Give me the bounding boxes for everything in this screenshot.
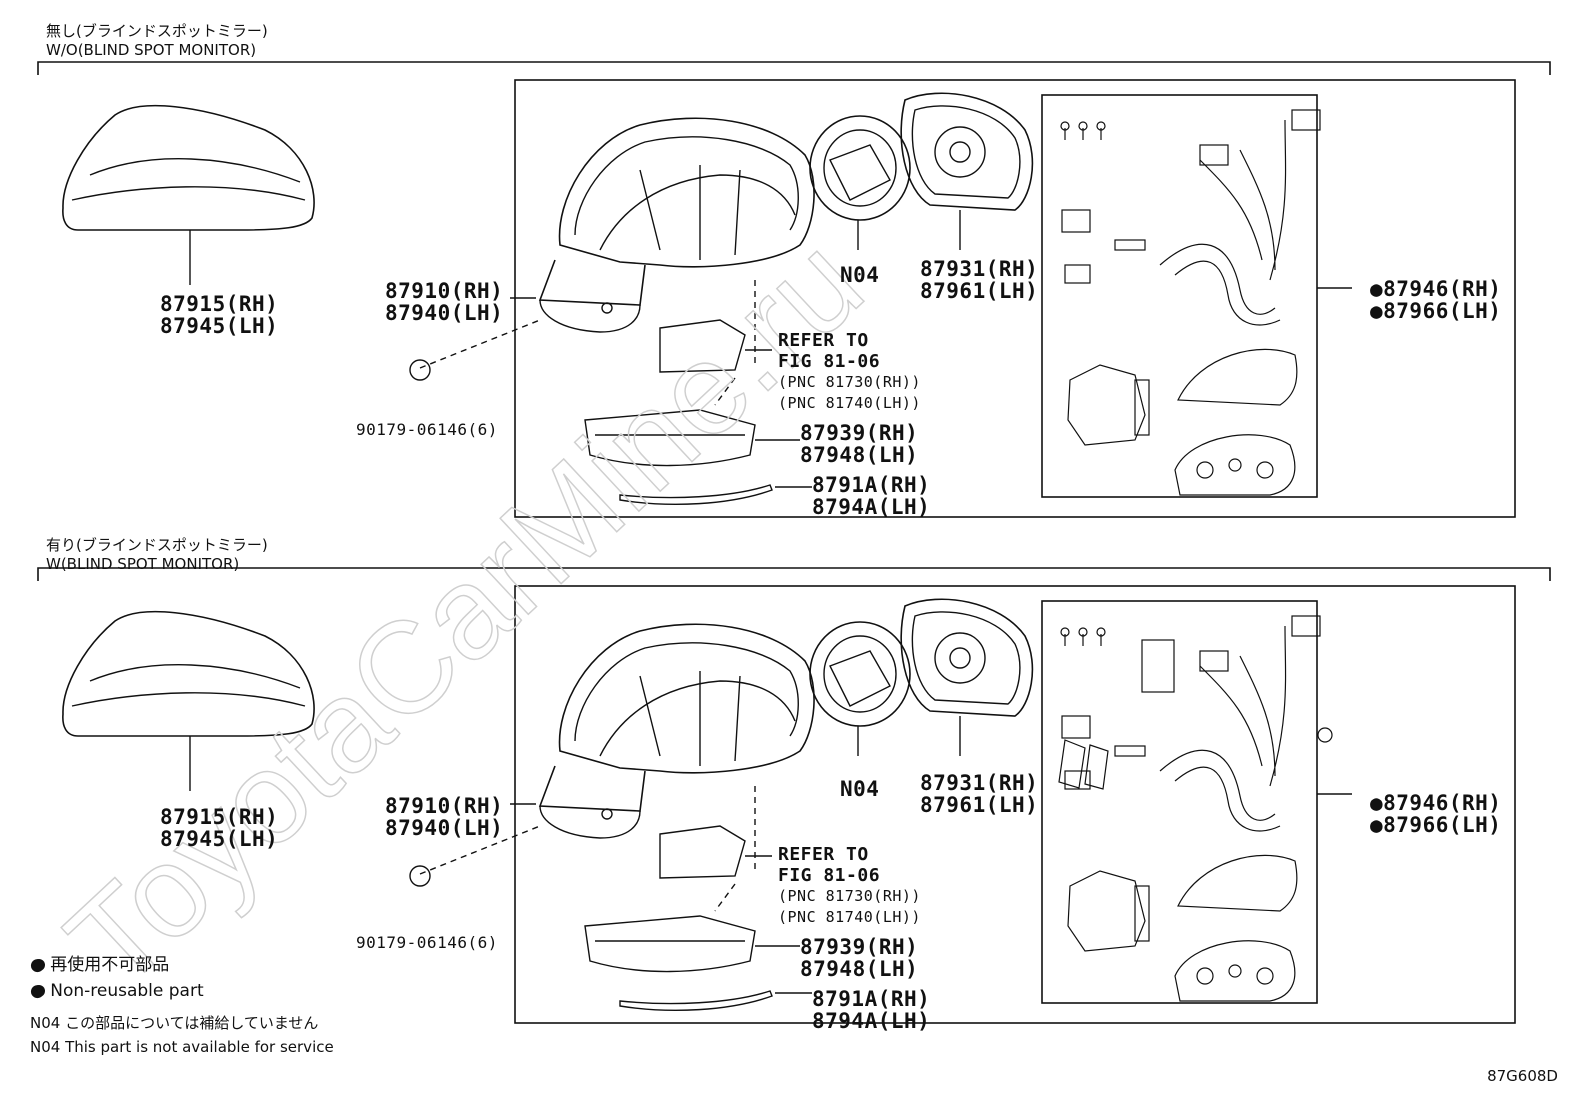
lamp-lh: 87948(LH)	[800, 957, 919, 981]
section-header: 無し(ブラインドスポットミラー) W/O(BLIND SPOT MONITOR)	[46, 22, 268, 60]
kit-rh: ●87946(RH)	[1370, 791, 1502, 815]
lamp-part-number: 87939(RH) 87948(LH)	[800, 422, 918, 466]
section-header-jp: 無し(ブラインドスポットミラー)	[46, 22, 268, 40]
section-header-jp: 有り(ブラインドスポットミラー)	[46, 536, 268, 554]
bullet-icon	[33, 985, 45, 997]
ref-pnc-rh: (PNC 81730(RH))	[778, 373, 921, 391]
lamp-part-number: 87939(RH) 87948(LH)	[800, 936, 918, 980]
bsm-extra-parts	[1058, 639, 1333, 790]
garnish-lh: 8794A(LH)	[812, 495, 931, 519]
clip-part-number: 90179-06146(6)	[356, 420, 498, 439]
cover-lh: 87945(LH)	[160, 827, 279, 851]
mirror-glass-part-number: 87931(RH) 87961(LH)	[920, 258, 1038, 302]
lamp-lh: 87948(LH)	[800, 443, 919, 467]
ref-pnc-lh: (PNC 81740(LH))	[778, 908, 921, 926]
mirror-lh: 87940(LH)	[385, 816, 504, 840]
mirror-part-number: 87910(RH) 87940(LH)	[385, 795, 503, 839]
cover-rh: 87915(RH)	[160, 292, 279, 316]
section-header-en: W/O(BLIND SPOT MONITOR)	[46, 41, 257, 59]
kit-lh: ●87966(LH)	[1370, 813, 1502, 837]
reference-note: REFER TO FIG 81-06 (PNC 81730(RH)) (PNC …	[778, 330, 921, 414]
kit-lh: ●87966(LH)	[1370, 299, 1502, 323]
cover-part-number: 87915(RH) 87945(LH)	[160, 293, 278, 337]
ref-pnc-rh: (PNC 81730(RH))	[778, 887, 921, 905]
kit-part-number: ●87946(RH) ●87966(LH)	[1370, 792, 1501, 836]
mirror-glass-rh: 87931(RH)	[920, 771, 1039, 795]
kit-rh: ●87946(RH)	[1370, 277, 1502, 301]
mirror-rh: 87910(RH)	[385, 279, 504, 303]
reference-note: REFER TO FIG 81-06 (PNC 81730(RH)) (PNC …	[778, 844, 921, 928]
mirror-glass-part-number: 87931(RH) 87961(LH)	[920, 772, 1038, 816]
garnish-lh: 8794A(LH)	[812, 1009, 931, 1033]
legend-jp: ● 再使用不可部品	[30, 955, 170, 975]
garnish-rh: 8791A(RH)	[812, 987, 931, 1011]
note-en: N04 This part is not available for servi…	[30, 1038, 334, 1056]
note-jp: N04 この部品については補給していません	[30, 1014, 319, 1032]
garnish-part-number: 8791A(RH) 8794A(LH)	[812, 988, 930, 1032]
cover-part-number: 87915(RH) 87945(LH)	[160, 806, 278, 850]
mirror-lh: 87940(LH)	[385, 301, 504, 325]
section-header: 有り(ブラインドスポットミラー) W(BLIND SPOT MONITOR)	[46, 536, 268, 574]
mirror-part-number: 87910(RH) 87940(LH)	[385, 280, 503, 324]
legend-en: ● Non-reusable part	[30, 981, 204, 1001]
bullet-icon	[33, 959, 45, 971]
lamp-rh: 87939(RH)	[800, 421, 919, 445]
cover-lh: 87945(LH)	[160, 314, 279, 338]
ref-line: REFER TO	[778, 844, 869, 865]
mirror-glass-lh: 87961(LH)	[920, 279, 1039, 303]
section-header-en: W(BLIND SPOT MONITOR)	[46, 555, 240, 573]
kit-part-number: ●87946(RH) ●87966(LH)	[1370, 278, 1501, 322]
mirror-rh: 87910(RH)	[385, 794, 504, 818]
actuator-label: N04	[840, 777, 880, 801]
mirror-glass-lh: 87961(LH)	[920, 793, 1039, 817]
ref-pnc-lh: (PNC 81740(LH))	[778, 394, 921, 412]
ref-line: REFER TO	[778, 330, 869, 351]
actuator-label: N04	[840, 263, 880, 287]
ref-fig-link[interactable]: FIG 81-06	[778, 351, 881, 372]
mirror-glass-rh: 87931(RH)	[920, 257, 1039, 281]
garnish-rh: 8791A(RH)	[812, 473, 931, 497]
clip-part-number: 90179-06146(6)	[356, 933, 498, 952]
ref-fig-link[interactable]: FIG 81-06	[778, 865, 881, 886]
garnish-part-number: 8791A(RH) 8794A(LH)	[812, 474, 930, 518]
lamp-rh: 87939(RH)	[800, 935, 919, 959]
cover-rh: 87915(RH)	[160, 805, 279, 829]
figure-code: 87G608D	[1487, 1067, 1558, 1085]
